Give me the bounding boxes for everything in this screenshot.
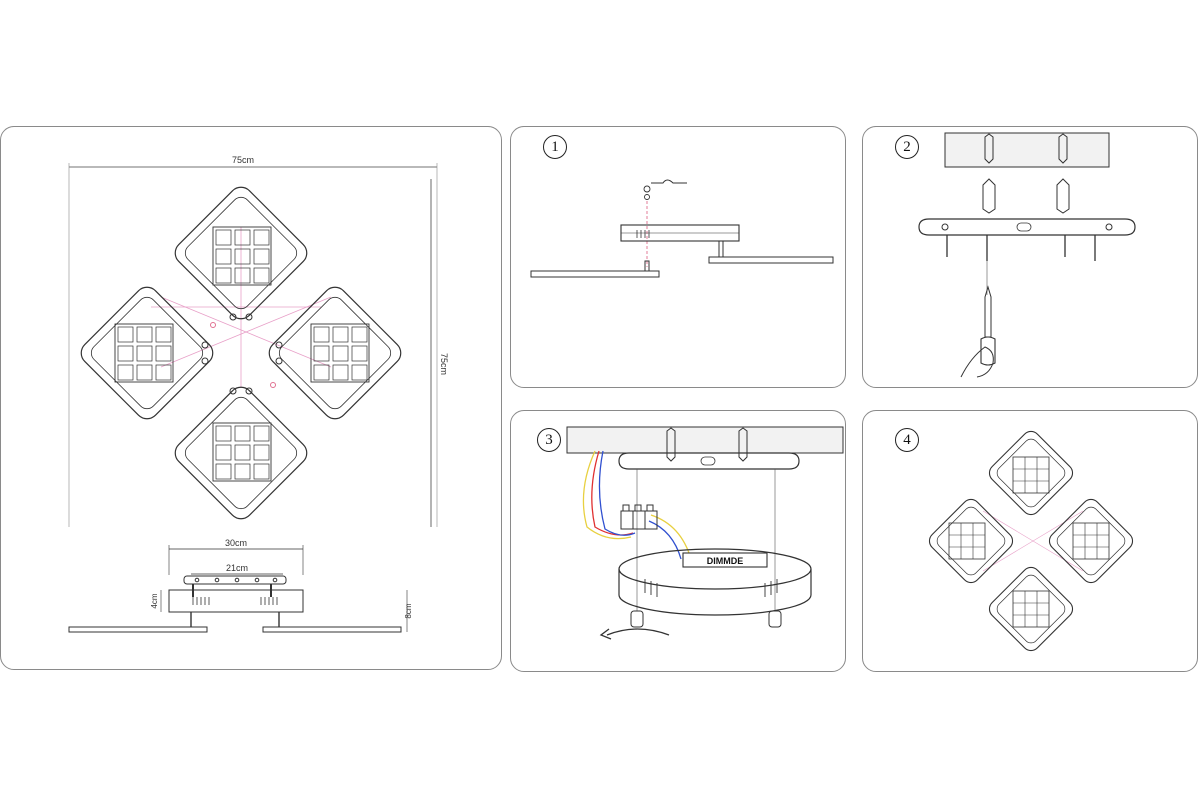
dimmer-driver: DIMMDE <box>682 552 768 568</box>
ceiling-slab <box>566 426 844 454</box>
diamond-right <box>268 286 402 420</box>
total-height-label: 8cm <box>404 603 413 618</box>
step-2-illustration <box>918 132 1136 378</box>
step-2-number: 2 <box>895 135 919 159</box>
step-1-number: 1 <box>543 135 567 159</box>
base-height-label: 4cm <box>150 593 159 608</box>
step-4-panel: 4 <box>862 410 1198 672</box>
base-inner-label: 21cm <box>226 563 248 573</box>
step-4-number: 4 <box>895 428 919 452</box>
assembled-lamp <box>928 430 1134 652</box>
lamp-base <box>618 548 812 616</box>
width-dimension-label: 75cm <box>232 155 254 165</box>
step-3-illustration: DIMMDE <box>566 426 844 640</box>
step-2-panel: 2 <box>862 126 1198 388</box>
step-4-illustration <box>928 430 1134 652</box>
base-outer-label: 30cm <box>225 538 247 548</box>
step-3-number: 3 <box>537 428 561 452</box>
side-view: 30cm 21cm 4cm 8cm <box>68 538 413 633</box>
rotate-arrow-icon <box>606 628 670 636</box>
screwdriver-icon <box>984 285 992 338</box>
step-1-panel: 1 <box>510 126 846 388</box>
diamond-left <box>80 286 214 420</box>
step-3-panel: 3 DIMMDE <box>510 410 846 672</box>
dimmer-label: DIMMDE <box>707 556 744 566</box>
step-1-illustration <box>530 179 834 278</box>
dimension-drawing: 75cm 75cm <box>68 155 449 633</box>
terminal-block <box>620 504 658 530</box>
height-dimension-label: 75cm <box>439 353 449 375</box>
diamond-top <box>174 186 308 321</box>
dimension-drawing-panel: 75cm 75cm <box>0 126 502 670</box>
wires <box>582 450 692 560</box>
hand-icon <box>960 346 994 378</box>
ceiling-slab <box>944 132 1110 168</box>
guide-lines <box>151 227 332 387</box>
mounting-bracket <box>618 452 800 470</box>
mounting-bracket <box>918 218 1136 236</box>
crystal-grid-top <box>212 226 272 286</box>
diamond-bottom <box>174 386 308 520</box>
lamp-top-view <box>80 186 402 520</box>
